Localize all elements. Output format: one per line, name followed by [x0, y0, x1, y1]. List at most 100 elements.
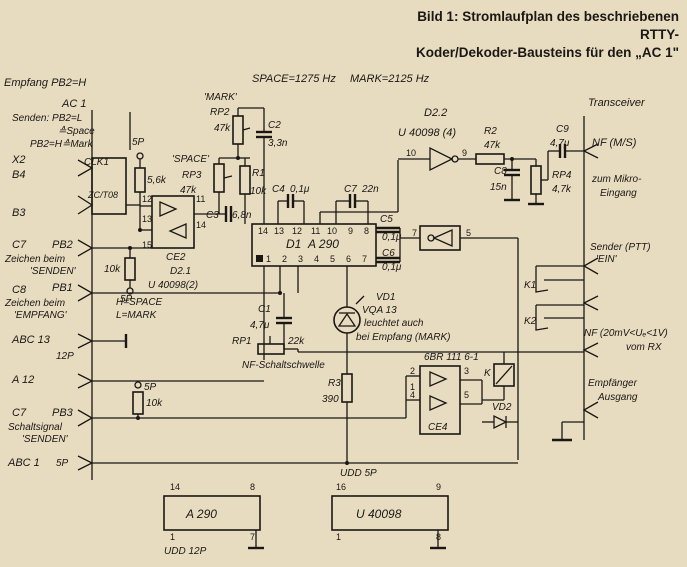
zeichen-senden-1: Zeichen beim	[4, 254, 65, 265]
c5-label: C5	[380, 214, 393, 225]
caption-line-2: Koder/Dekoder-Bausteins für den „AC 1"	[416, 45, 679, 60]
r2-label: R2	[484, 126, 497, 137]
mark-sym-label: PB2=H≙Mark	[30, 138, 94, 150]
nf-ms-label: NF (M/S)	[592, 137, 637, 149]
transceiver-label: Transceiver	[588, 97, 646, 109]
pb2-label: PB2	[52, 239, 73, 251]
rp3-val: 47k	[180, 185, 197, 196]
c2-val: 3,3n	[268, 138, 288, 149]
pin-p1: 1	[266, 254, 271, 264]
ce4-pin-2: 2	[410, 366, 415, 376]
pin-12: 12	[142, 194, 152, 204]
resistor-r2	[475, 153, 505, 165]
zeichen-empf-2: 'EMPFANG'	[14, 310, 68, 321]
c4-label: C4	[272, 184, 285, 195]
zeichen-senden-2: 'SENDEN'	[30, 266, 77, 277]
c8-cap-label: C8	[494, 166, 507, 177]
d2-pin-9: 9	[462, 148, 467, 158]
resistor-r1	[239, 165, 251, 195]
r-10k-b-label: 10k	[146, 398, 163, 409]
ic-pinout-u40098: U 40098 16 9 1 8	[331, 482, 449, 550]
vqa13-label: VQA 13	[362, 305, 397, 316]
r1-label: R1	[252, 168, 265, 179]
ic-pinout-a290: A 290 14 8 1 7 UDD 12P	[163, 482, 264, 557]
p5-label: 5P	[56, 458, 69, 469]
pin-15: 15	[142, 240, 152, 250]
space-label: 'SPACE'	[172, 154, 210, 165]
clk-block	[91, 157, 127, 215]
ce4-pin-1: 1	[410, 382, 415, 392]
ic2-p9: 9	[436, 482, 441, 492]
d2-lower-block	[419, 225, 461, 251]
resistor-10k-a	[124, 257, 136, 281]
r2-val: 47k	[484, 140, 501, 151]
pot-rp4	[530, 165, 542, 195]
p5-mid-label: 5P	[120, 294, 133, 305]
c1-val: 4,7μ	[250, 320, 270, 331]
p5-b-label: 5P	[144, 382, 157, 393]
pin-p10: 10	[327, 226, 337, 236]
rp3-label: RP3	[182, 170, 202, 181]
d22-label: D2.2	[424, 107, 447, 119]
ce4-label: CE4	[428, 422, 448, 433]
pin-p7: 7	[362, 254, 367, 264]
ic1-p14: 14	[170, 482, 180, 492]
pin-p6: 6	[346, 254, 351, 264]
pin-14: 14	[196, 220, 206, 230]
empf-label-2: Ausgang	[597, 392, 638, 403]
ic1-p7: 7	[250, 532, 255, 542]
b3-label: B3	[12, 207, 26, 219]
pin-p8: 8	[364, 226, 369, 236]
schalt-label-1: Schaltsignal	[8, 422, 63, 433]
ce2-label: CE2	[166, 252, 186, 263]
resistor-r3	[341, 373, 353, 403]
pb3-label: PB3	[52, 407, 74, 419]
pin-11: 11	[196, 194, 205, 204]
right-connectors	[582, 143, 599, 419]
zc-label: ZC/T08	[87, 190, 118, 200]
pb1-label: PB1	[52, 282, 73, 294]
rp4-val: 4,7k	[552, 184, 572, 195]
empf-label-1: Empfänger	[588, 378, 638, 389]
r1-val: 10k	[250, 186, 267, 197]
c9-label: C9	[556, 124, 569, 135]
c7b-label: C7	[12, 407, 27, 419]
ic1-udd: UDD 12P	[164, 546, 207, 557]
mark-freq: MARK=2125 Hz	[350, 73, 430, 85]
schalt-label-2: 'SENDEN'	[22, 434, 69, 445]
p12-label: 12P	[56, 351, 74, 362]
c6-val: 0,1μ	[382, 262, 402, 273]
pot-rp1	[257, 343, 285, 355]
ic2-p16: 16	[336, 482, 346, 492]
mikro-label-1: zum Mikro-	[591, 174, 642, 185]
ce2-gate-block	[151, 195, 195, 249]
c6-label: C6	[382, 248, 395, 259]
l-mark-label: L=MARK	[116, 310, 158, 321]
ic1-p1: 1	[170, 532, 175, 542]
pin-p5: 5	[330, 254, 335, 264]
u40098-4-label: U 40098 (4)	[398, 127, 456, 139]
ce4-pin-4: 4	[410, 390, 415, 400]
ic-d1-a290	[251, 223, 377, 267]
zeichen-empf-1: Zeichen beim	[4, 298, 65, 309]
mark-label: 'MARK'	[204, 92, 238, 103]
a12-label: A 12	[11, 374, 34, 386]
pin-p12: 12	[292, 226, 302, 236]
space-sym-label: ≙Space	[58, 125, 95, 137]
vd2-label: VD2	[492, 402, 512, 413]
pin-13: 13	[142, 214, 152, 224]
c1-label: C1	[258, 304, 271, 315]
u40098-2-label: U 40098(2)	[148, 280, 198, 291]
abc1-label: ABC 1	[7, 457, 40, 469]
p5-top-label: 5P	[132, 137, 145, 148]
r3-label: R3	[328, 378, 341, 389]
d2-pin-10: 10	[406, 148, 416, 158]
nf20-label: NF (20mV<Uₑ<1V)	[584, 328, 668, 339]
c7-cap-val: 22n	[361, 184, 379, 195]
pot-rp3	[213, 163, 225, 193]
c7-cap-label: C7	[344, 184, 357, 195]
abc13-label: ABC 13	[11, 334, 51, 346]
mikro-label-2: Eingang	[600, 188, 637, 199]
ic2-name: U 40098	[356, 507, 402, 521]
empfang-label: Empfang PB2=H	[4, 77, 86, 89]
